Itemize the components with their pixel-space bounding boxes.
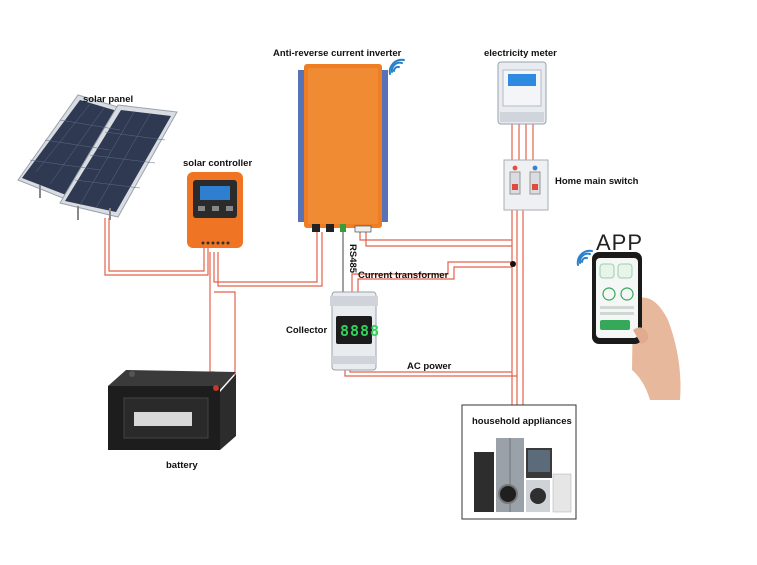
electricity-meter (497, 61, 547, 125)
home-main-switch (503, 159, 549, 211)
wire-panel-to-controller (104, 218, 209, 276)
wifi-icon (576, 249, 593, 266)
solar-controller (187, 172, 243, 248)
solar-panel (17, 94, 178, 220)
wire-ac-power (349, 370, 512, 373)
wire-current-transformer (357, 266, 512, 294)
ct-junction-dot (510, 261, 516, 267)
wire-current-transformer (351, 261, 512, 294)
label-main-switch: Home main switch (555, 176, 639, 187)
label-collector: Collector (286, 325, 328, 336)
wire-controller-to-inverter (213, 232, 318, 283)
household-appliances-group (461, 404, 577, 520)
wire-ac-power (344, 370, 517, 377)
collector-display: 8888 (340, 322, 381, 340)
label-household-appliances: household appliances (472, 416, 572, 427)
label-battery: battery (166, 460, 198, 471)
phone-app (592, 252, 681, 400)
label-app: APP (596, 230, 644, 255)
wires (104, 123, 534, 405)
wire-inverter-to-grid (365, 232, 512, 247)
inverter (298, 64, 388, 233)
wire-panel-to-controller (108, 218, 205, 272)
label-inverter: Anti-reverse current inverter (273, 48, 402, 59)
label-rs485: RS485 (347, 244, 358, 274)
battery (108, 370, 236, 450)
wire-inverter-to-grid (359, 232, 512, 241)
collector (330, 291, 378, 371)
wire-controller-to-inverter (217, 232, 323, 287)
label-current-transformer: Current transformer (358, 270, 449, 281)
label-electricity-meter: electricity meter (484, 48, 557, 59)
label-solar-panel: solar panel (83, 94, 134, 105)
wifi-icon (388, 58, 405, 75)
label-solar-controller: solar controller (183, 158, 253, 169)
label-ac-power: AC power (407, 361, 452, 372)
